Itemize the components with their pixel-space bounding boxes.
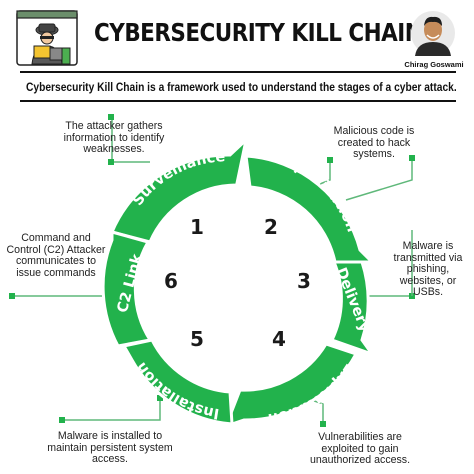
ring-segments [101,135,376,429]
stage-number-2: 2 [264,215,278,239]
page-subtitle: Cybersecurity Kill Chain is a framework … [26,80,457,94]
author-name: Chirag Goswami [404,60,464,69]
callout-exploitation: Vulnerabilities are exploited to gain un… [309,431,411,466]
callout-weaponization: Malicious code is created to hack system… [333,125,415,160]
segment-delivery [329,260,376,357]
connector-5 [62,398,161,421]
stage-number-5: 5 [190,327,204,351]
stage-number-6: 6 [164,269,178,293]
callout-c2-link: Command and Control (C2) Attacker commun… [6,232,106,279]
divider-top [20,71,456,73]
stage-number-3: 3 [297,269,311,293]
callout-installation: Malware is installed to maintain persist… [47,430,173,465]
segment-weaponization [244,154,376,264]
callout-delivery: Malware is transmitted via phishing, web… [393,240,463,298]
segment-exploitation [223,342,359,429]
stage-number-4: 4 [272,327,286,351]
stage-number-1: 1 [190,215,204,239]
callout-connectors [9,114,415,427]
divider-bottom [20,100,456,102]
hacker-laptop-icon [16,10,78,66]
segment-surveillance [109,135,249,244]
segment-c2-link [101,230,153,348]
callout-surveillance: The attacker gathers information to iden… [63,120,165,155]
connector-2 [345,158,413,201]
author-avatar [411,11,455,56]
